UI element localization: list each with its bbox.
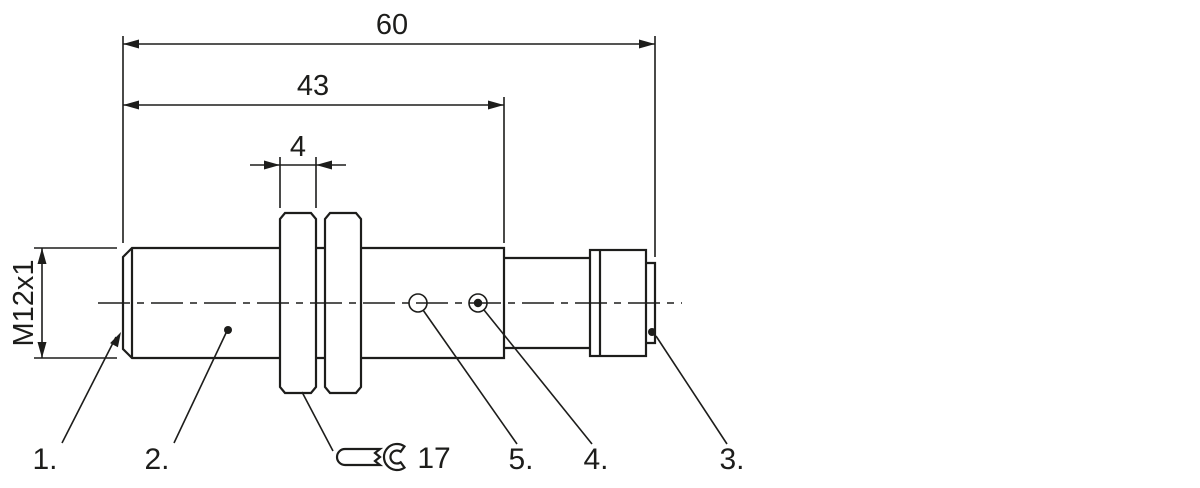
leader-line xyxy=(483,309,593,445)
marker-indicator-circle xyxy=(468,293,488,313)
arrowhead xyxy=(123,39,139,49)
dim-4-label: 4 xyxy=(290,131,306,163)
dimension-housing-length: 43 xyxy=(123,70,505,243)
arrowhead xyxy=(264,160,280,170)
wrench-handle xyxy=(335,447,384,467)
leader-dot xyxy=(648,328,656,336)
arrowhead xyxy=(316,160,332,170)
leader-line xyxy=(173,332,227,444)
wrench-jaw xyxy=(382,442,407,472)
dim-60-label: 60 xyxy=(376,9,408,41)
callout-labels: 1. 2. 17 5. 4. 3. xyxy=(32,442,744,476)
callout-2-label: 2. xyxy=(144,443,169,476)
callout-4-label: 4. xyxy=(583,443,608,476)
led-indicator-circle xyxy=(408,293,428,313)
callout-1-label: 1. xyxy=(32,443,57,476)
thread-size-label: M12x1 xyxy=(8,259,40,346)
lock-nut-2 xyxy=(323,211,363,395)
arrowhead xyxy=(37,248,47,264)
leader-line xyxy=(422,309,518,445)
arrowhead xyxy=(639,39,655,49)
arrowhead xyxy=(37,342,47,358)
callout-3-label: 3. xyxy=(719,443,744,476)
leader-line xyxy=(61,336,117,444)
leader-arrowhead xyxy=(110,332,121,348)
dimension-total-length: 60 xyxy=(122,9,656,257)
leader-line xyxy=(301,391,334,452)
callout-5-label: 5. xyxy=(508,443,533,476)
arrowhead xyxy=(488,100,504,110)
wrench-icon xyxy=(335,442,407,472)
wrench-size-label: 17 xyxy=(417,442,450,475)
dim-43-label: 43 xyxy=(297,70,329,102)
reduced-section xyxy=(504,256,590,350)
leader-dot xyxy=(224,326,232,334)
dimension-thread: M12x1 xyxy=(8,247,117,359)
arrowhead xyxy=(123,100,139,110)
callout-leaders xyxy=(61,309,728,452)
leader-line xyxy=(655,335,728,445)
dimension-nut-width: 4 xyxy=(250,131,346,208)
